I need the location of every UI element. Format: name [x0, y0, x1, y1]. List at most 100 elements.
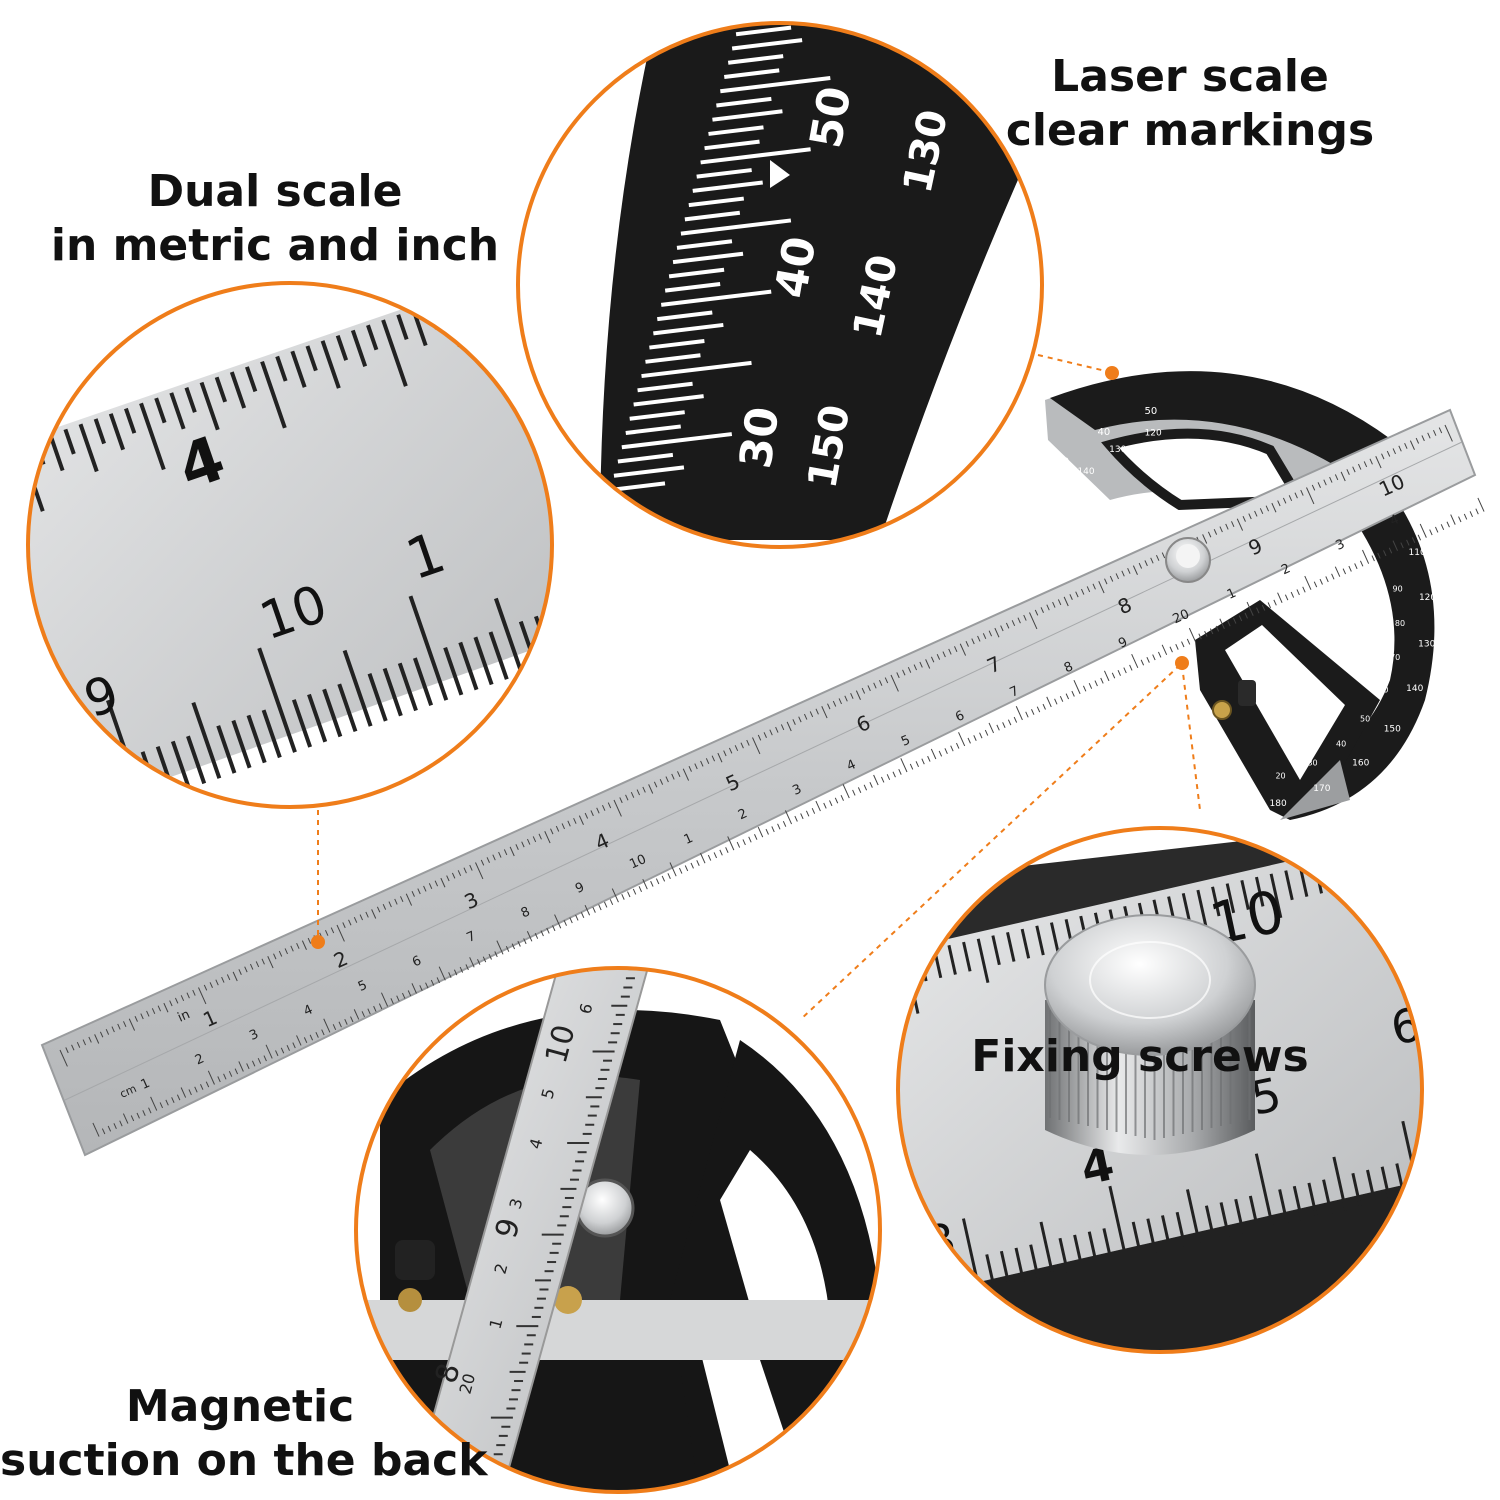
ruler-tick [1186, 638, 1191, 645]
protractor-number: 150 [1050, 494, 1067, 504]
ruler-tick [1123, 667, 1127, 674]
ruler-tick [590, 810, 594, 817]
ruler-tick [592, 906, 596, 913]
ruler-tick [296, 1035, 302, 1046]
laser-tick [657, 310, 713, 322]
ruler-tick [869, 781, 873, 788]
label-laser-line2: clear markings [1005, 105, 1375, 156]
ruler-cm-number: 10 [627, 852, 648, 872]
ruler-tick [376, 906, 381, 913]
ruler-tick [169, 1000, 173, 1007]
ruler-tick [619, 797, 623, 804]
ruler-tick [488, 953, 492, 960]
laser-tick [653, 322, 724, 336]
ruler-tick [561, 823, 565, 830]
laser-tick [688, 196, 745, 208]
ruler-tick [967, 737, 971, 744]
protractor-number: 150 [1384, 725, 1401, 735]
laser-tick [676, 239, 733, 250]
ruler-tick [511, 943, 516, 950]
ruler-tick [148, 1107, 152, 1114]
ruler-tick [255, 961, 260, 968]
ruler-tick [1215, 625, 1220, 632]
ruler-tick [71, 1044, 75, 1051]
ruler-tick [873, 682, 877, 689]
ruler-tick [163, 1002, 169, 1013]
ruler-tick [257, 1058, 262, 1064]
ruler-tick [323, 1018, 331, 1033]
zoom-tick [290, 350, 307, 388]
ruler-tick [188, 1089, 192, 1096]
laser-tick [704, 139, 760, 151]
ruler-tick [682, 768, 690, 781]
zoom-tick [261, 709, 282, 759]
magnet-number: 2 [491, 1261, 512, 1276]
ruler-tick [719, 849, 723, 856]
ruler-tick [1157, 651, 1162, 658]
laser-tick [740, 7, 850, 20]
protractor-number: 80 [1395, 619, 1405, 628]
ruler-tick [477, 959, 481, 965]
ruler-tick [438, 966, 446, 981]
ruler-tick [1259, 508, 1264, 515]
ruler-tick [480, 859, 485, 866]
laser-tick [735, 25, 792, 37]
ruler-tick [532, 836, 537, 843]
ruler-tick [1340, 471, 1346, 482]
screw-zoom-tick [1470, 1147, 1478, 1181]
ruler-tick [653, 781, 658, 788]
protractor-number: 60 [1378, 685, 1388, 694]
laser-tick [621, 432, 733, 450]
ruler-tick [677, 771, 681, 778]
ruler-tick [128, 1018, 136, 1031]
ruler-tick [884, 677, 889, 684]
screw-zoom-tick [1255, 876, 1265, 907]
ruler-tick [238, 1061, 244, 1072]
zoom-tick [216, 725, 237, 774]
ruler-tick [1334, 566, 1341, 577]
ruler-tick [1300, 489, 1304, 496]
ruler-tick [496, 940, 504, 955]
ruler-tick [246, 1063, 250, 1070]
ruler-tick [1057, 599, 1062, 606]
ruler-tick [596, 807, 600, 814]
zoom-tick [488, 631, 509, 680]
laser-tick [637, 381, 693, 393]
ruler-tick [1238, 615, 1243, 622]
ruler-tick [92, 1122, 100, 1137]
ruler-tick [632, 888, 637, 895]
ruler-tick [1161, 644, 1168, 656]
ruler-tick [942, 651, 946, 658]
ruler-tick [1063, 596, 1069, 607]
ruler-tick [573, 818, 577, 824]
ruler-tick [546, 927, 550, 934]
ruler-tick [1121, 570, 1125, 577]
ruler-tick [159, 1102, 164, 1109]
ruler-tick [165, 1099, 169, 1106]
protractor-number: 30 [1307, 759, 1317, 768]
ruler-tick [725, 847, 729, 853]
screw-zoom-tick [1332, 1156, 1348, 1211]
label-magnetic: Magnetic suction on the back [0, 1380, 488, 1488]
screw-zoom-tick [1108, 1185, 1128, 1260]
ruler-tick [284, 948, 288, 955]
ruler-tick [198, 987, 207, 1005]
screw-zoom-tick [1292, 1185, 1304, 1221]
ruler-tick [688, 765, 692, 772]
ruler-tick [1421, 435, 1425, 442]
ruler-tick [959, 643, 967, 656]
screw-zoom-tick [1366, 1169, 1377, 1205]
ruler-tick [815, 708, 819, 715]
ruler-tick [1363, 461, 1368, 468]
ruler-tick [919, 661, 923, 668]
screw-zoom-tick [1380, 1166, 1392, 1202]
screw-zoom-tick [1426, 1157, 1434, 1191]
zoom-tick [367, 673, 388, 722]
protractor-number: 120 [1419, 593, 1436, 603]
laser-tick [720, 76, 831, 94]
ruler-tick [200, 1084, 204, 1090]
ruler-tick [1098, 581, 1105, 594]
ruler-tick [984, 729, 989, 736]
ruler-tick [1444, 424, 1453, 442]
